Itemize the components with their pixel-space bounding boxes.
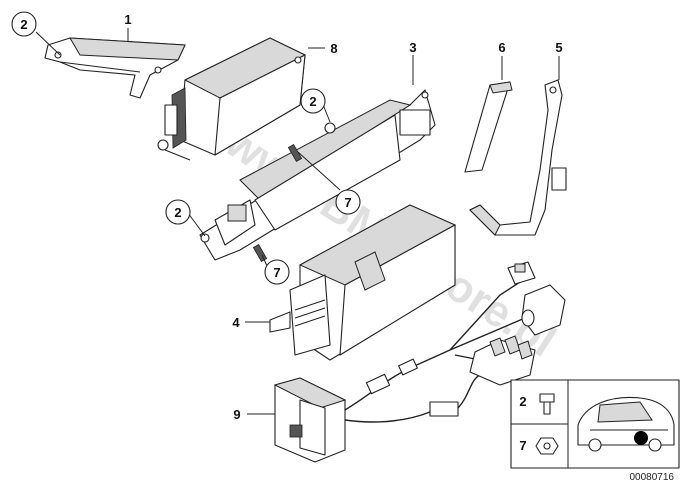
callout-labels: 2 1 8 3 6 5 2 7 2 7 4 9	[11, 11, 563, 422]
callout-3: 3	[409, 40, 416, 55]
callout-2b: 2	[309, 94, 316, 109]
callout-circle-7b	[264, 259, 290, 285]
legend-box: 2 7 00080716	[510, 379, 680, 483]
callout-8: 8	[330, 41, 337, 56]
stud-upper	[287, 144, 303, 162]
stud-lower	[252, 244, 268, 262]
bolt-icon	[539, 393, 555, 415]
wiring-harness-part-9	[273, 261, 566, 463]
callout-circle-7a	[335, 189, 361, 215]
callout-6: 6	[498, 40, 505, 55]
callout-circle-2c	[165, 199, 191, 225]
callout-circle-2a	[11, 11, 37, 37]
callout-1: 1	[124, 12, 131, 27]
diagram-number: 00080716	[630, 472, 675, 483]
control-box-part-4	[269, 204, 457, 361]
callout-7a: 7	[344, 195, 351, 210]
legend-item-nut-number: 7	[519, 438, 526, 453]
callout-5: 5	[555, 40, 562, 55]
connector-pins	[294, 299, 326, 327]
bent-bracket-part-5	[469, 79, 567, 236]
callout-4: 4	[232, 315, 240, 330]
callout-2c: 2	[174, 205, 181, 220]
callout-7b: 7	[273, 265, 280, 280]
foam-strip-part-6	[464, 81, 513, 173]
callout-9: 9	[233, 407, 240, 422]
car-location-icon	[577, 396, 675, 452]
leader-lines	[35, 28, 560, 415]
control-unit-part-8	[157, 37, 307, 161]
nut-icon	[535, 437, 559, 455]
mounting-tray-part-3	[199, 89, 436, 261]
bracket-part-1	[44, 37, 186, 99]
callout-circle-2b	[300, 88, 326, 114]
callout-2a: 2	[20, 17, 27, 32]
location-marker	[634, 431, 648, 445]
legend-item-bolt-number: 2	[519, 394, 526, 409]
